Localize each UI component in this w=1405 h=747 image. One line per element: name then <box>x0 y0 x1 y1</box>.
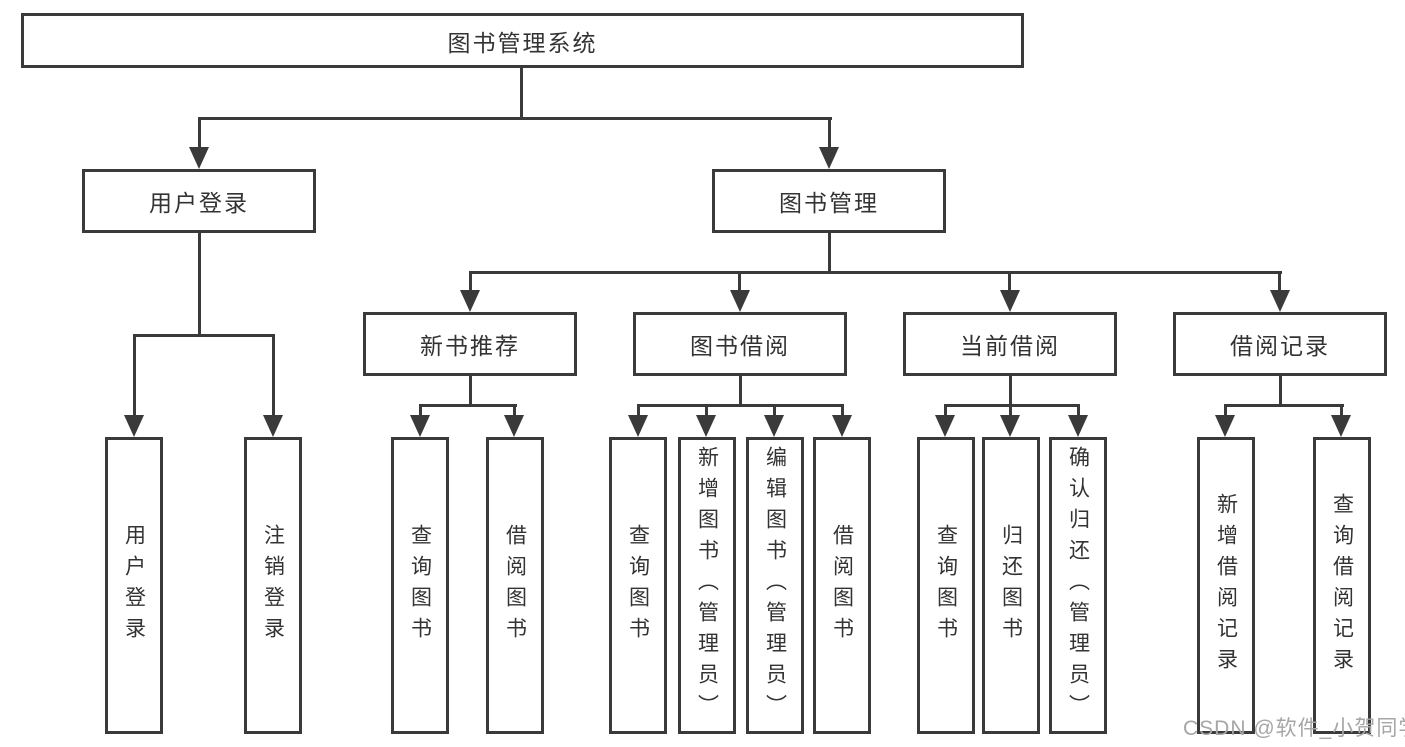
node-leaf-add-books-admin: 新增图书（管理员） <box>678 437 736 734</box>
arrow-down-icon <box>935 415 955 437</box>
node-book-borrow: 图书借阅 <box>633 312 847 376</box>
connector-groupD-shaft-3 <box>1077 404 1080 418</box>
connector-groupB-shaft-1 <box>419 404 422 418</box>
arrow-down-icon <box>1000 415 1020 437</box>
watermark: CSDN @软件_小贺同学 <box>1183 717 1405 740</box>
node-leaf-query-books-borrow: 查询图书 <box>609 437 667 734</box>
arrow-down-icon <box>1215 415 1235 437</box>
connector-groupC-branch <box>637 404 844 407</box>
connector-l3-shaft-3 <box>1008 271 1011 292</box>
connector-l2-shaft-left <box>198 117 201 149</box>
connector-l3-branch <box>469 271 1282 274</box>
connector-groupC-shaft-1 <box>637 404 640 418</box>
arrow-down-icon <box>1331 415 1351 437</box>
connector-groupE-shaft-2 <box>1340 404 1343 418</box>
arrow-down-icon <box>764 415 784 437</box>
connector-userlogin-branch <box>133 334 275 337</box>
node-leaf-edit-books-admin: 编辑图书（管理员） <box>746 437 804 734</box>
node-leaf-query-borrow-record: 查询借阅记录 <box>1313 437 1371 734</box>
node-library-system: 图书管理系统 <box>21 13 1024 68</box>
connector-userlogin-stem <box>198 233 201 336</box>
connector-groupD-shaft-1 <box>944 404 947 418</box>
connector-groupC-stem <box>739 376 742 407</box>
connector-groupE-stem <box>1279 376 1282 407</box>
connector-userlogin-shaft-1 <box>133 334 136 417</box>
connector-groupC-shaft-2 <box>705 404 708 418</box>
node-leaf-return-books: 归还图书 <box>982 437 1040 734</box>
arrow-down-icon <box>410 415 430 437</box>
node-leaf-query-books-current: 查询图书 <box>917 437 975 734</box>
arrow-down-icon <box>696 415 716 437</box>
node-leaf-query-books-recommend: 查询图书 <box>391 437 449 734</box>
node-leaf-user-login: 用户登录 <box>105 437 163 734</box>
connector-groupC-shaft-3 <box>773 404 776 418</box>
arrow-down-icon <box>730 290 750 312</box>
node-borrow-records: 借阅记录 <box>1173 312 1387 376</box>
connector-bookmgmt-stem <box>828 233 831 273</box>
node-user-login: 用户登录 <box>82 169 316 233</box>
connector-groupC-shaft-4 <box>841 404 844 418</box>
connector-groupE-branch <box>1224 404 1344 407</box>
connector-root-stem <box>520 68 523 118</box>
node-new-book-recommend: 新书推荐 <box>363 312 577 376</box>
node-leaf-logout: 注销登录 <box>244 437 302 734</box>
node-current-borrow: 当前借阅 <box>903 312 1117 376</box>
connector-userlogin-shaft-2 <box>272 334 275 417</box>
arrow-down-icon <box>460 290 480 312</box>
arrow-down-icon <box>504 415 524 437</box>
connector-groupE-shaft-1 <box>1224 404 1227 418</box>
node-leaf-add-borrow-record: 新增借阅记录 <box>1197 437 1255 734</box>
connector-groupB-stem <box>469 376 472 407</box>
connector-l3-shaft-1 <box>469 271 472 292</box>
arrow-down-icon <box>189 147 209 169</box>
connector-l2-branch <box>198 117 832 120</box>
connector-groupD-branch <box>944 404 1080 407</box>
arrow-down-icon <box>1000 290 1020 312</box>
connector-l2-shaft-right <box>828 117 831 149</box>
connector-groupB-shaft-2 <box>513 404 516 418</box>
node-leaf-borrow-books: 借阅图书 <box>813 437 871 734</box>
node-leaf-borrow-books-recommend: 借阅图书 <box>486 437 544 734</box>
node-book-management: 图书管理 <box>712 169 946 233</box>
arrow-down-icon <box>628 415 648 437</box>
arrow-down-icon <box>124 415 144 437</box>
connector-groupD-shaft-2 <box>1009 404 1012 418</box>
arrow-down-icon <box>263 415 283 437</box>
node-leaf-confirm-return-admin: 确认归还（管理员） <box>1049 437 1107 734</box>
connector-groupB-branch <box>419 404 517 407</box>
connector-l3-shaft-4 <box>1278 271 1281 292</box>
arrow-down-icon <box>819 147 839 169</box>
arrow-down-icon <box>1068 415 1088 437</box>
arrow-down-icon <box>832 415 852 437</box>
connector-groupD-stem <box>1009 376 1012 407</box>
arrow-down-icon <box>1270 290 1290 312</box>
connector-l3-shaft-2 <box>738 271 741 292</box>
